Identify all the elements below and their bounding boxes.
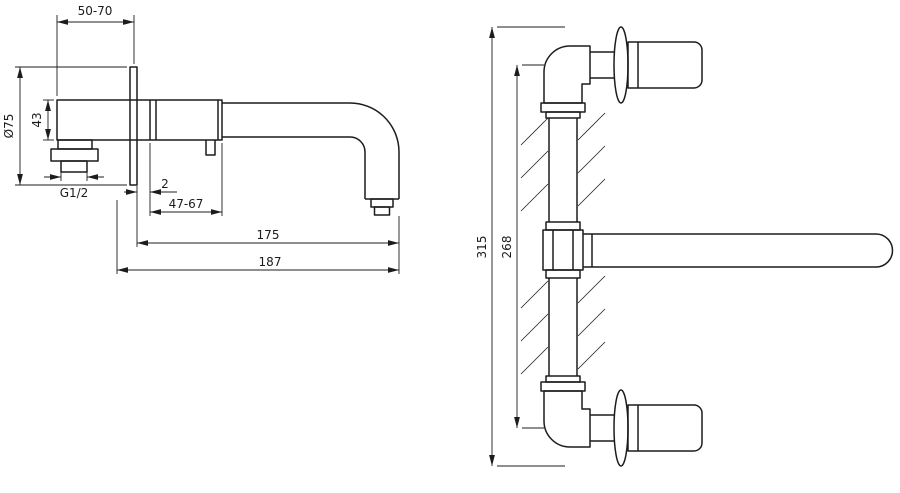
- body-outline: [56, 99, 223, 141]
- dim-thread: G1/2: [44, 172, 104, 200]
- hatch-line: [520, 183, 549, 212]
- hatch-line: [577, 112, 606, 141]
- dim-depth-range-label: 47-67: [169, 197, 204, 211]
- top-elbow: [543, 45, 591, 104]
- dim-body-diameter-label: 43: [30, 112, 44, 127]
- inlet-band: [57, 139, 93, 150]
- tee-collar-upper: [545, 221, 581, 231]
- dim-spout-reach-label: 175: [257, 228, 280, 242]
- top-handle: [627, 41, 703, 89]
- dim-mount-depth: 50-70: [56, 4, 135, 96]
- dim-spout-reach: 175: [137, 216, 400, 274]
- dim-rosette-diameter-label: Ø75: [2, 114, 16, 139]
- front-view: 315 268: [475, 26, 894, 467]
- hatch-line: [577, 341, 606, 370]
- dim-overall-length: 187: [116, 200, 399, 274]
- aerator-step: [370, 198, 394, 208]
- set-screw-tab: [205, 140, 216, 156]
- bottom-handle: [627, 404, 703, 452]
- spout-outer-curve: [222, 102, 400, 199]
- bottom-elbow: [543, 390, 591, 448]
- hatch-line: [520, 313, 549, 342]
- dim-plate-gap: 2: [124, 143, 177, 247]
- wall-hatching: [520, 112, 606, 375]
- dim-body-diameter: 43: [30, 99, 54, 141]
- dim-plate-gap-label: 2: [161, 177, 169, 191]
- aerator-tip: [373, 206, 391, 216]
- top-union-nut: [540, 102, 586, 113]
- wall-rosette-edge: [129, 66, 138, 186]
- hatch-line: [520, 346, 549, 375]
- hatch-line: [577, 178, 606, 207]
- hatch-line: [577, 308, 606, 337]
- hatch-line: [577, 145, 606, 174]
- dim-thread-label: G1/2: [60, 186, 89, 200]
- top-collar: [545, 111, 581, 119]
- dim-overall-height-label: 315: [475, 236, 489, 259]
- dim-center-spacing-label: 268: [500, 236, 514, 259]
- bottom-union-nut: [540, 381, 586, 392]
- dim-depth-range: 47-67: [150, 143, 223, 216]
- bottom-wall-rosette: [613, 389, 629, 467]
- tee-hex-nut: [542, 229, 584, 271]
- dim-center-spacing: 268: [500, 64, 544, 429]
- dim-mount-depth-label: 50-70: [78, 4, 113, 18]
- hatch-line: [520, 150, 549, 179]
- top-wall-rosette: [613, 26, 629, 104]
- inlet-nut: [50, 148, 99, 162]
- spout-inner-curve: [222, 136, 366, 199]
- front-view-fixture: [540, 26, 894, 467]
- dim-overall-length-label: 187: [259, 255, 282, 269]
- dim-overall-height: 315: [475, 26, 565, 467]
- hatch-line: [520, 117, 549, 146]
- dim-rosette-diameter: Ø75: [2, 66, 127, 186]
- bottom-collar: [545, 375, 581, 383]
- tee-collar-lower: [545, 269, 581, 279]
- inlet-thread-tail: [60, 160, 88, 173]
- side-view-fixture: [50, 66, 400, 216]
- hatch-line: [520, 280, 549, 309]
- side-view: 50-70 Ø75 43 G1/2 2: [2, 4, 400, 274]
- hatch-line: [577, 275, 606, 304]
- spout-front-bar: [583, 233, 894, 268]
